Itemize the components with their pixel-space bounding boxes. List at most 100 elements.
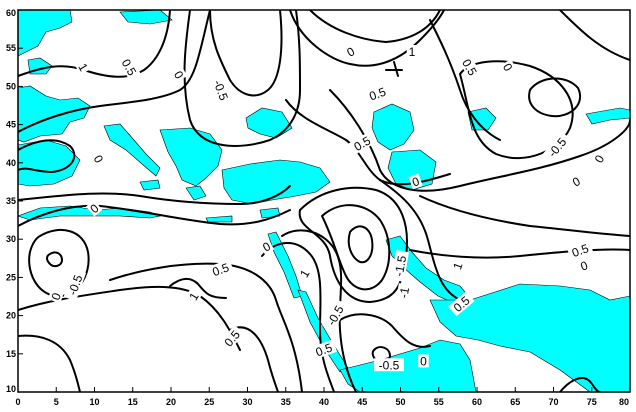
- contour-line: [409, 248, 630, 259]
- contour-value-label: 0: [47, 289, 65, 304]
- contour-label-backing: [258, 238, 275, 255]
- x-tick-label: 15: [128, 397, 138, 407]
- contour-label-backing: [458, 53, 482, 81]
- contour-label-backing: [219, 325, 245, 352]
- contour-label-backing: [499, 59, 517, 75]
- contour-label-backing: [364, 83, 391, 104]
- contour-label-backing: [296, 265, 313, 282]
- x-tick-label: 35: [281, 397, 291, 407]
- contour-line: [309, 10, 441, 43]
- land-iberia: [18, 139, 81, 187]
- contour-line: [379, 179, 461, 301]
- land-crete: [205, 215, 233, 223]
- x-tick-label: 75: [587, 397, 597, 407]
- contour-line: [229, 326, 279, 392]
- y-tick-label: 10: [6, 384, 16, 394]
- contour-line: [18, 334, 81, 392]
- contour-label-backing: [391, 249, 410, 282]
- land-cyprus: [259, 207, 281, 219]
- contour-label-backing: [321, 299, 349, 332]
- contour-line: [528, 77, 581, 118]
- contour-value-label: 0: [90, 150, 108, 167]
- x-tick-label: 60: [472, 397, 482, 407]
- contour-label-text: 0.5: [570, 241, 591, 260]
- x-tick-label: 30: [242, 397, 252, 407]
- y-tick-label: 25: [6, 272, 16, 282]
- contour-label-text: 0: [579, 258, 590, 274]
- contour-value-label: 0: [568, 173, 584, 190]
- contour-label-backing: [395, 283, 412, 303]
- contour-label-backing: [374, 358, 405, 372]
- contour-value-label: 0: [408, 173, 423, 190]
- x-tick-label: 80: [619, 397, 629, 407]
- contour-label-backing: [448, 291, 475, 317]
- contour-value-label: 1: [185, 288, 202, 305]
- contour-value-label: 0: [418, 354, 429, 368]
- y-tick-label: 50: [6, 81, 16, 91]
- contour-value-label: 0.5: [207, 259, 234, 280]
- contour-label-text: -1.5: [392, 254, 409, 277]
- contour-label-backing: [170, 66, 188, 83]
- land-western-europe: [18, 85, 91, 143]
- contour-value-label: 0: [258, 238, 275, 255]
- contour-label-text: -0.5: [65, 273, 85, 298]
- contour-label-backing: [47, 289, 64, 304]
- contour-value-label: -0.5: [374, 358, 405, 372]
- contour-line: [261, 242, 335, 392]
- contour-line: [209, 10, 283, 97]
- contour-label-backing: [568, 173, 584, 190]
- x-tick-label: 5: [54, 397, 59, 407]
- contour-label-backing: [406, 45, 418, 59]
- x-tick-label: 25: [204, 397, 214, 407]
- y-tick-label: 45: [6, 120, 16, 130]
- x-tick-label: 20: [166, 397, 176, 407]
- land-south-asia: [429, 283, 630, 392]
- contour-line: [385, 61, 403, 77]
- y-tick-label: 35: [6, 196, 16, 206]
- contour-label-text: 0.5: [367, 84, 388, 103]
- contour-line: [18, 10, 171, 78]
- x-tick-label: 55: [434, 397, 444, 407]
- contour-value-label: -0.5: [63, 268, 87, 302]
- contour-line: [429, 19, 501, 141]
- contour-value-label: 0: [342, 43, 359, 60]
- contour-label-backing: [63, 268, 87, 302]
- contour-label-backing: [449, 258, 466, 273]
- contour-line: [46, 251, 63, 268]
- x-tick-label: 40: [319, 397, 329, 407]
- land-aral: [467, 107, 497, 131]
- contour-label-text: -0.5: [379, 358, 400, 372]
- contour-label-backing: [408, 173, 423, 190]
- contour-line: [18, 10, 211, 133]
- contour-line: [18, 204, 291, 227]
- contour-value-label: 0: [170, 66, 188, 83]
- contour-line: [339, 313, 431, 348]
- contour-value-label: 0: [590, 150, 608, 167]
- y-tick-label: 55: [6, 43, 16, 53]
- contour-value-label: -1.5: [391, 249, 410, 282]
- contour-label-text: -1: [397, 286, 413, 299]
- contour-label-backing: [85, 199, 103, 217]
- contour-label-text: 0.5: [210, 260, 231, 279]
- contour-value-label: 1: [75, 59, 92, 75]
- x-tick-label: 45: [357, 397, 367, 407]
- land-scandinavia: [18, 10, 73, 57]
- x-tick-label: 70: [548, 397, 558, 407]
- contour-label-backing: [90, 150, 108, 167]
- contour-label-text: 0: [49, 291, 65, 302]
- contour-line: [347, 225, 374, 264]
- contour-label-text: 0: [410, 174, 421, 190]
- contour-value-label: 1: [296, 265, 313, 282]
- y-tick-label: 40: [6, 158, 16, 168]
- contour-label-backing: [310, 339, 338, 360]
- x-tick-label: 65: [510, 397, 520, 407]
- y-tick-label: 30: [6, 234, 16, 244]
- contour-label-backing: [576, 257, 592, 274]
- land-balkhash: [585, 107, 630, 125]
- contour-label-text: 0: [420, 354, 427, 368]
- contour-value-label: -1: [395, 283, 413, 303]
- contour-label-backing: [590, 150, 608, 167]
- contour-value-label: 0.5: [310, 339, 338, 360]
